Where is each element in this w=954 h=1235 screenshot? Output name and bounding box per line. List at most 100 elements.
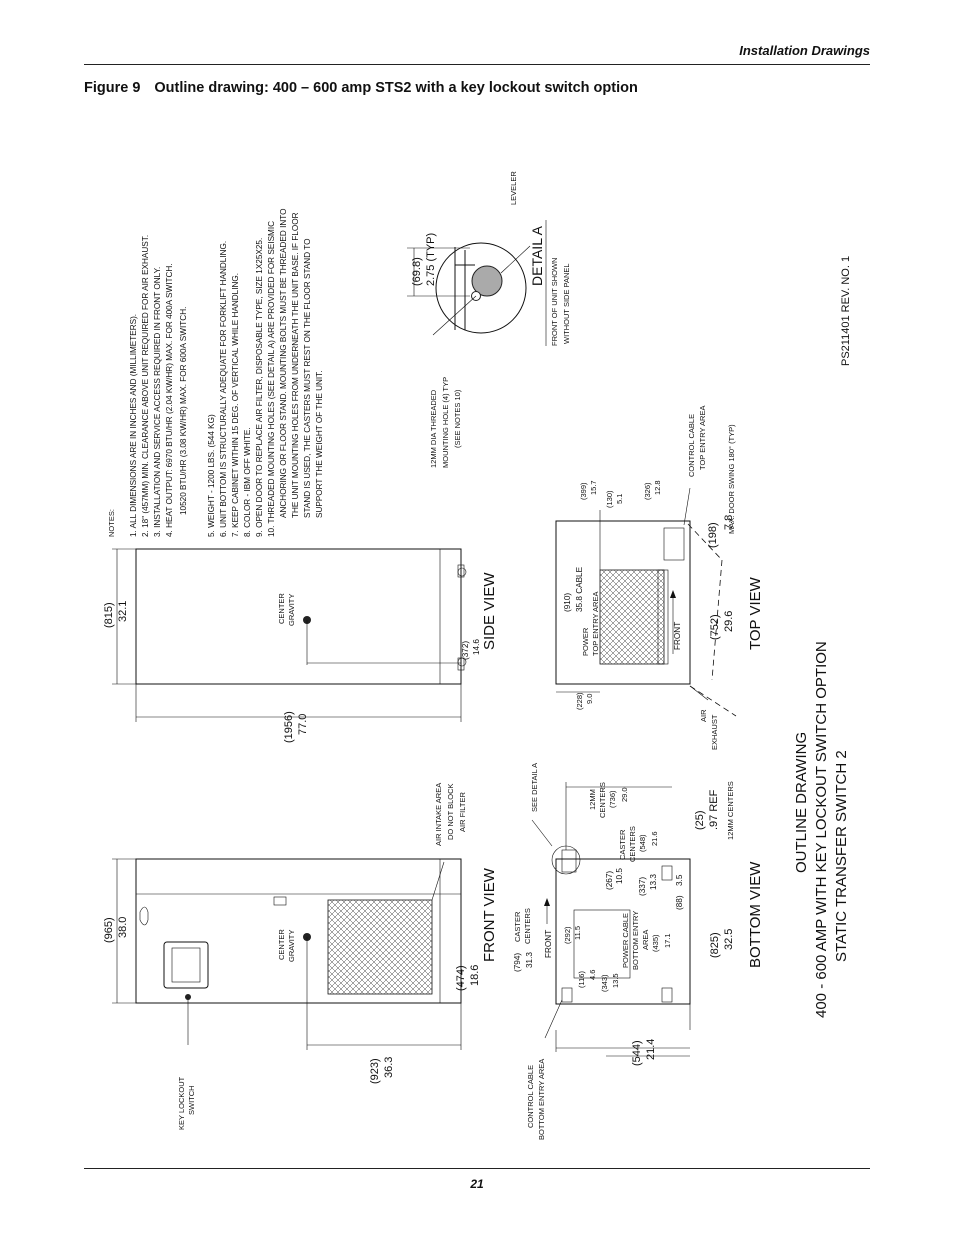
bottom-front-label: FRONT [544, 930, 553, 958]
air-intake-label-3: AIR FILTER [458, 792, 467, 832]
side-view: (815) 32.1 (1956) 77.0 (372) 14.6 CENTER… [103, 548, 498, 743]
grille-line [600, 570, 655, 625]
grille-line [600, 589, 664, 655]
grille-line [600, 570, 637, 607]
bottom-325: 32.5 [723, 929, 735, 950]
bottom-view-title: BOTTOM VIEW [747, 861, 764, 968]
bottom-centers: CENTERS [598, 782, 607, 818]
grille-line [655, 570, 664, 579]
bottom-116: (116) [577, 971, 586, 988]
bottom-88: (88) [675, 895, 684, 910]
top-power-label-1: POWER [581, 627, 590, 656]
bottom-12mm: 12MM [588, 789, 597, 810]
grille-line [328, 900, 395, 967]
top-d198-in: 7.8 [723, 515, 735, 530]
grille-line [389, 900, 432, 943]
front-view-title: FRONT VIEW [481, 867, 498, 962]
mounting-hole-label-1: 12MM DIA THREADED [429, 389, 438, 468]
bottom-pc-3: AREA [641, 930, 650, 950]
grille-line [600, 621, 643, 664]
bottom-214: 21.4 [645, 1039, 657, 1060]
running-header: Installation Drawings [739, 43, 870, 58]
front-view: KEY LOCKOUT SWITCH (965) 38.0 (923) 36.3… [103, 783, 498, 1130]
mounting-hole-label-2: MOUNTING HOLE (4) TYP [441, 377, 450, 468]
air-intake-label-2: DO NOT BLOCK [446, 783, 455, 840]
caster-icon [561, 849, 577, 873]
front-view-outline [135, 858, 462, 1004]
bottom-337: (337) [638, 877, 647, 896]
grille-line [413, 900, 432, 919]
grille-line [371, 933, 432, 994]
air-intake-label-1: AIR INTAKE AREA [434, 783, 443, 846]
key-lockout-label-2: SWITCH [187, 1085, 196, 1115]
top-d198-mm: (198) [707, 522, 719, 548]
grille-line [328, 975, 347, 994]
side-cg-label-2: GRAVITY [287, 594, 296, 626]
bottom-313: 31.3 [525, 952, 534, 968]
grille-line [328, 900, 389, 961]
note-line: STAND IS USED, THE CASTERS MUST REST ON … [303, 239, 312, 518]
power-cable-entry-area [573, 909, 631, 979]
grille-line [643, 643, 664, 664]
top-power-label-2: TOP ENTRY AREA [591, 592, 600, 656]
leveler-label: LEVELER [509, 171, 518, 205]
bottom-cc-1: CASTER [513, 911, 522, 942]
side-view-outline [135, 548, 462, 685]
grille-line [631, 570, 664, 603]
note-line: 10520 BTU/HR (3.08 KW/HR) MAX. FOR 600A … [179, 307, 188, 515]
top-d752-in: 29.6 [723, 611, 735, 632]
key-lockout-label-1: KEY LOCKOUT [177, 1076, 186, 1130]
grille-line [413, 975, 432, 994]
bottom-548: (548) [638, 834, 647, 852]
bottom-pc-1: POWER CABLE [621, 913, 630, 968]
note-line: 9. OPEN DOOR TO REPLACE AIR FILTER, DISP… [255, 238, 264, 537]
top-d228-in: 9.0 [585, 694, 594, 704]
grille-line [637, 570, 664, 597]
grille-line [328, 900, 365, 937]
top-ctrl-label-1: CONTROL CABLE [687, 414, 696, 477]
top-d910-mm: (910) [563, 593, 572, 612]
grille-line [655, 655, 664, 664]
bottom-caster-1: CASTER [618, 829, 627, 860]
grille-line [328, 900, 413, 985]
side-depth-mm: (815) [103, 602, 115, 628]
bottom-view-outline [555, 858, 691, 1005]
bottom-290: 29.0 [620, 787, 629, 802]
note-line: 4. HEAT OUTPUT: 6970 BTU/HR (2.04 KW/HR)… [165, 263, 174, 537]
grille-line [625, 625, 664, 664]
title-line-3: STATIC TRANSFER SWITCH 2 [833, 750, 850, 962]
detail-a-title: DETAIL A [529, 225, 545, 286]
detail-a: (69.8) 2.75 (TYP) LEVELER 12MM DIA THREA… [407, 171, 571, 468]
side-height-in: 77.0 [297, 714, 309, 735]
grille-line [353, 915, 432, 994]
footer-rule [84, 1168, 870, 1169]
grille-line [328, 900, 401, 973]
door-swing-label: MAX. DOOR SWING 180° (TYP) [727, 424, 736, 534]
grille-line [600, 583, 664, 649]
top-d130-in: 5.1 [615, 494, 624, 504]
note-line: 2. 18" (457MM) MIN. CLEARANCE ABOVE UNIT… [141, 235, 150, 537]
grille-line [328, 900, 353, 925]
top-front-label: FRONT [673, 622, 682, 650]
bottom-25: (25) [694, 810, 706, 830]
bottom-133b: 13.3 [649, 874, 658, 890]
grille-line [328, 900, 371, 943]
side-depth-in: 32.1 [117, 601, 129, 622]
drawing-number: PS211401 REV. NO. 1 [840, 256, 852, 366]
bottom-ctrl-2: BOTTOM ENTRY AREA [537, 1059, 546, 1140]
top-d228-mm: (228) [575, 692, 584, 710]
bottom-171: 17.1 [663, 933, 672, 948]
detail-a-dim-mm: (69.8) [411, 257, 423, 286]
note-line: 8. COLOR - IBM OFF WHITE. [243, 427, 252, 537]
notes-lines: 1. ALL DIMENSIONS ARE IN INCHES AND (MIL… [129, 209, 324, 537]
front-width-mm: (965) [103, 917, 115, 943]
air-exhaust-label-2: EXHAUST [710, 714, 719, 750]
top-d752-mm: (752) [709, 614, 721, 640]
grille-line [600, 570, 631, 601]
grille-line [625, 570, 664, 609]
grille-line [365, 927, 432, 994]
bottom-97: .97 REF [708, 789, 720, 830]
grille-line [600, 645, 619, 664]
